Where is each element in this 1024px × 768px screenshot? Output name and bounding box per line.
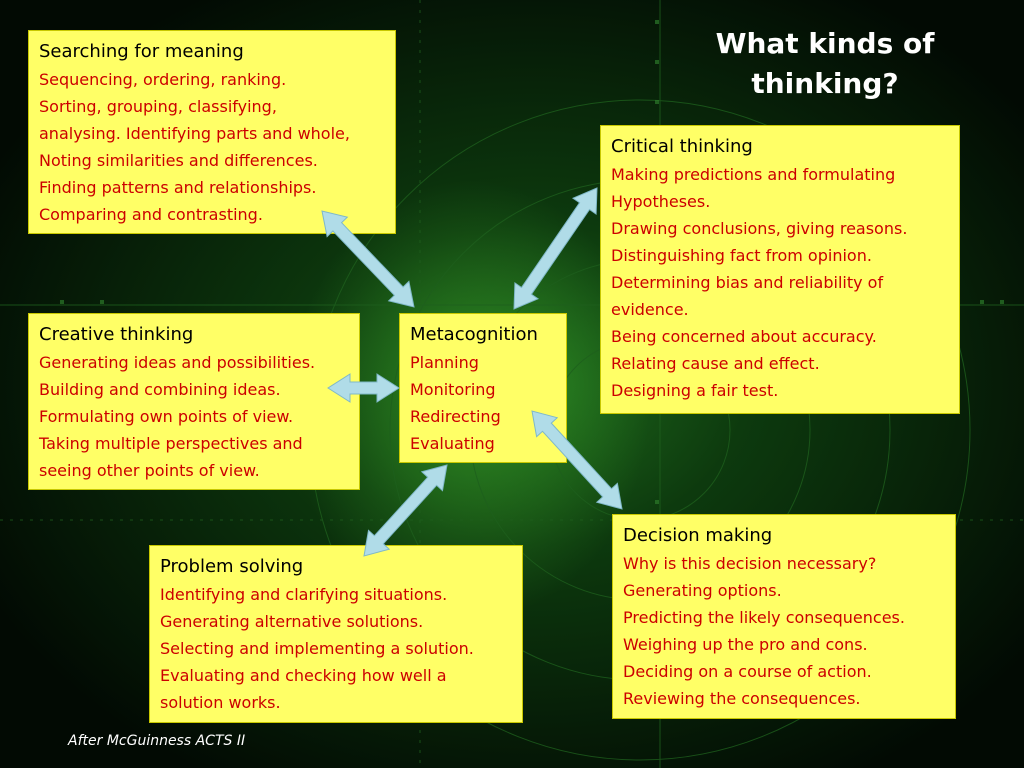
problem-line: Generating alternative solutions. — [160, 612, 424, 631]
arrow-searching-metacognition — [321, 210, 415, 308]
problem-line: Evaluating and checking how well a — [160, 666, 447, 685]
problem-heading: Problem solving — [160, 556, 304, 577]
metacognition-line: Monitoring — [410, 380, 496, 399]
arrow-creative-metacognition — [327, 373, 400, 403]
decision-line: Weighing up the pro and cons. — [623, 635, 868, 654]
critical-line: Relating cause and effect. — [611, 354, 820, 373]
decision-line: Why is this decision necessary? — [623, 554, 877, 573]
critical-line: Being concerned about accuracy. — [611, 327, 877, 346]
searching-heading: Searching for meaning — [39, 41, 244, 62]
searching-for-meaning-box: Searching for meaning Sequencing, orderi… — [28, 30, 396, 234]
searching-line: Finding patterns and relationships. — [39, 178, 317, 197]
problem-line: Selecting and implementing a solution. — [160, 639, 474, 658]
metacognition-line: Redirecting — [410, 407, 501, 426]
creative-line: seeing other points of view. — [39, 461, 260, 480]
critical-line: Making predictions and formulating — [611, 165, 896, 184]
creative-line: Building and combining ideas. — [39, 380, 281, 399]
critical-line: Designing a fair test. — [611, 381, 779, 400]
arrow-metacognition-problem — [363, 464, 448, 557]
searching-line: analysing. Identifying parts and whole, — [39, 124, 350, 143]
decision-line: Deciding on a course of action. — [623, 662, 872, 681]
decision-heading: Decision making — [623, 525, 773, 546]
metacognition-line: Planning — [410, 353, 479, 372]
critical-line: Hypotheses. — [611, 192, 711, 211]
metacognition-heading: Metacognition — [410, 324, 538, 345]
creative-line: Formulating own points of view. — [39, 407, 294, 426]
problem-solving-box: Problem solving Identifying and clarifyi… — [149, 545, 523, 723]
metacognition-box: Metacognition Planning Monitoring Redire… — [399, 313, 567, 463]
problem-line: Identifying and clarifying situations. — [160, 585, 448, 604]
critical-line: Distinguishing fact from opinion. — [611, 246, 872, 265]
slide-title: What kinds of thinking? — [715, 27, 935, 100]
arrow-critical-metacognition — [513, 187, 598, 310]
searching-line: Sorting, grouping, classifying, — [39, 97, 277, 116]
creative-thinking-box: Creative thinking Generating ideas and p… — [28, 313, 360, 490]
creative-line: Generating ideas and possibilities. — [39, 353, 316, 372]
problem-line: solution works. — [160, 693, 281, 712]
creative-heading: Creative thinking — [39, 324, 194, 345]
critical-thinking-box: Critical thinking Making predictions and… — [600, 125, 960, 414]
critical-line: Determining bias and reliability of — [611, 273, 884, 292]
critical-heading: Critical thinking — [611, 136, 753, 157]
searching-line: Sequencing, ordering, ranking. — [39, 70, 287, 89]
attribution-credit: After McGuinness ACTS II — [68, 733, 246, 749]
decision-line: Generating options. — [623, 581, 782, 600]
decision-line: Predicting the likely consequences. — [623, 608, 905, 627]
searching-line: Noting similarities and differences. — [39, 151, 318, 170]
metacognition-line: Evaluating — [410, 434, 495, 453]
arrow-metacognition-decision — [531, 410, 623, 510]
critical-line: evidence. — [611, 300, 689, 319]
decision-making-box: Decision making Why is this decision nec… — [612, 514, 956, 719]
decision-line: Reviewing the consequences. — [623, 689, 861, 708]
searching-line: Comparing and contrasting. — [39, 205, 263, 224]
creative-line: Taking multiple perspectives and — [39, 434, 303, 453]
critical-line: Drawing conclusions, giving reasons. — [611, 219, 908, 238]
